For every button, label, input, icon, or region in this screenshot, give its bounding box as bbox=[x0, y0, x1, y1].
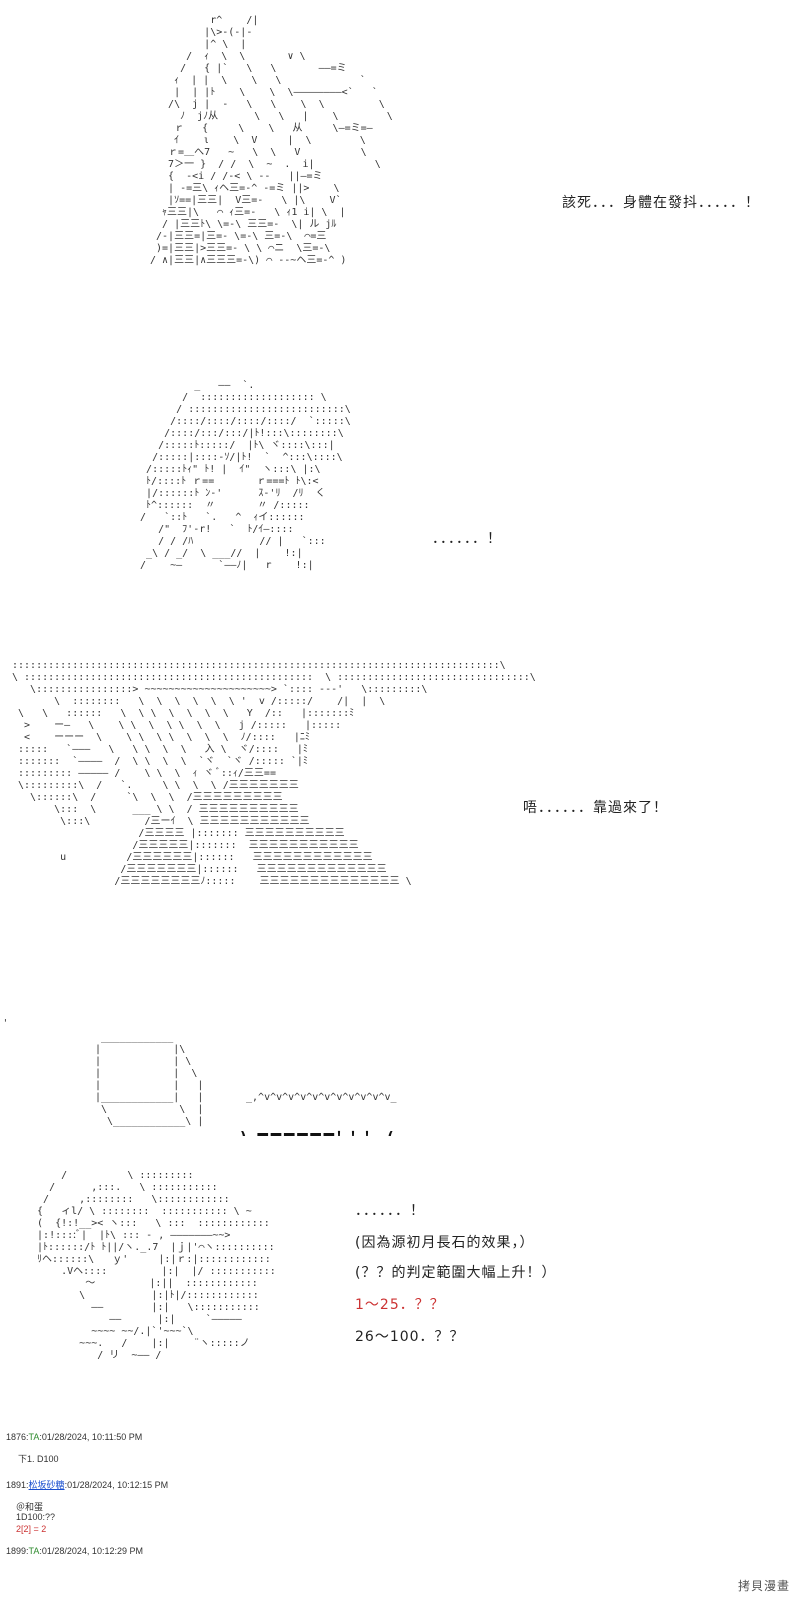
ascii-art-character-2: _ —— `. / ::::::::::::::::::: \ / ::::::… bbox=[140, 380, 351, 571]
dialogue-1: 該死．．．身體在發抖．．．．．！ bbox=[562, 195, 760, 211]
site-watermark: 拷貝漫畫 bbox=[737, 1579, 790, 1593]
post-date: :01/28/2024, 10:12:29 PM bbox=[39, 1546, 143, 1556]
dialogue-5-line-4: 1～25．？？ bbox=[355, 1297, 445, 1313]
post-body-2-line-3: 2[2] = 2 bbox=[16, 1524, 47, 1534]
post-body-1: 下1. D100 bbox=[18, 1454, 59, 1464]
post-body-2-line-1: ＠和蛋 bbox=[16, 1502, 44, 1512]
post-date: :01/28/2024, 10:12:15 PM bbox=[64, 1480, 169, 1490]
dialogue-5-line-5: 26～100．？？ bbox=[355, 1329, 465, 1345]
dialogue-5-line-1: ．．．．．．！ bbox=[355, 1203, 425, 1219]
shout-bubble: _,^v^v^v^v^v^v^v^v^v^v^v_ ) ■■■■■■！！！ ( … bbox=[240, 1068, 460, 1136]
post-author[interactable]: TA bbox=[28, 1432, 40, 1442]
post-date: :01/28/2024, 10:11:50 PM bbox=[39, 1432, 143, 1442]
ascii-art-character-5: / \ ::::::::: / ,:::. \ ::::::::::: / ,:… bbox=[37, 1170, 276, 1361]
post-author-link[interactable]: 松坂砂糖 bbox=[28, 1480, 65, 1490]
post-number: 1876 bbox=[6, 1432, 27, 1442]
shout-text: ) ■■■■■■！！！ ( bbox=[240, 1128, 460, 1136]
dialogue-2: ．．．．．．！ bbox=[432, 531, 502, 547]
dialogue-3: 唔．．．．．．靠過來了！ bbox=[523, 800, 668, 816]
dialogue-5-line-2: (因為源初月長石的效果，） bbox=[355, 1235, 535, 1251]
margin-mark: ' bbox=[4, 1018, 7, 1029]
ascii-art-character-1: r^ /| |\>-(-|- |^ \ | / ｨ \ \ ∨ \ / { |`… bbox=[150, 15, 393, 266]
post-header-2: 1891:松坂砂糖:01/28/2024, 10:12:15 PM bbox=[6, 1480, 169, 1490]
post-header-3: 1899:TA:01/28/2024, 10:12:29 PM bbox=[6, 1546, 143, 1556]
dialogue-5-line-3: (？？的判定範圍大幅上升！） bbox=[355, 1265, 557, 1281]
post-number: 1891 bbox=[6, 1480, 27, 1490]
post-author[interactable]: TA bbox=[28, 1546, 40, 1556]
post-number: 1899 bbox=[6, 1546, 27, 1556]
ascii-art-scene-3: ::::::::::::::::::::::::::::::::::::::::… bbox=[12, 660, 536, 887]
post-header-1: 1876:TA:01/28/2024, 10:11:50 PM bbox=[6, 1432, 143, 1442]
ascii-art-box: ____________ | |\ | | \ | | \ | | | |___… bbox=[95, 1032, 204, 1127]
post-body-2-line-2: 1D100:?? bbox=[16, 1512, 56, 1522]
shout-bubble-top: _,^v^v^v^v^v^v^v^v^v^v^v_ bbox=[240, 1092, 397, 1103]
